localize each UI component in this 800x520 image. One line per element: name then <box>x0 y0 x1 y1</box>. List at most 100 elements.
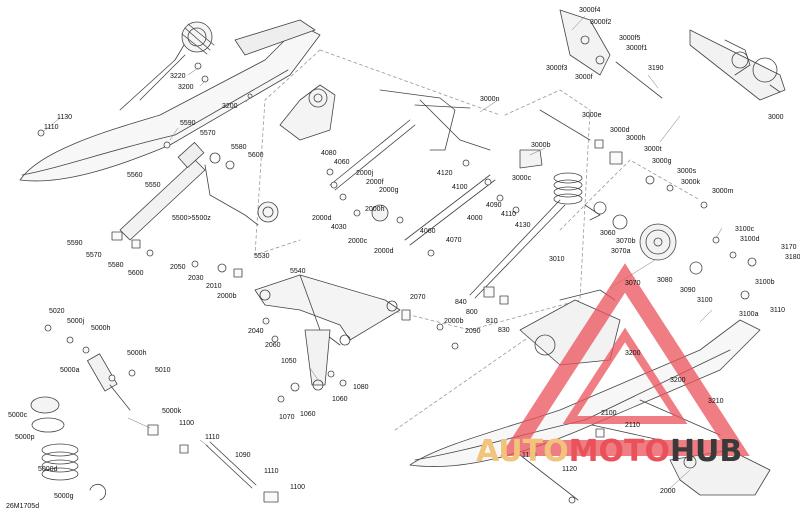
callout-label: 5570 <box>86 252 102 259</box>
left-ski <box>19 19 321 182</box>
callout-label: 2030 <box>188 275 204 282</box>
callout-label: 3200 <box>178 84 194 91</box>
callout-label: 3200 <box>222 103 238 110</box>
callout-label: 1090 <box>235 452 251 459</box>
callout-label: 3000s <box>677 168 697 175</box>
callout-label: 1110 <box>264 468 279 475</box>
callout-label: 1100 <box>179 420 195 427</box>
callout-label: 3060 <box>600 230 616 237</box>
callout-label: 4090 <box>486 202 502 209</box>
callout-label: 1110 <box>522 452 537 459</box>
callout-label: 1110 <box>44 124 59 131</box>
upper-bracket <box>559 9 611 76</box>
callout-label: 5020 <box>49 308 65 315</box>
callout-label: 3000t <box>644 146 662 153</box>
upper-shock <box>119 142 279 241</box>
callout-label: 3000n <box>480 96 500 103</box>
callout-label: 3110 <box>770 307 786 314</box>
callout-label: 5000a <box>60 367 80 374</box>
callout-label: 5550 <box>145 182 161 189</box>
callout-label: 2000d <box>374 248 394 255</box>
callout-label: 5000d <box>38 466 58 473</box>
callout-label: 5540 <box>290 268 306 275</box>
callout-label: 5580 <box>231 144 247 151</box>
callout-label: 840 <box>455 299 467 306</box>
callout-label: 2000j <box>356 170 374 177</box>
callout-label: 2090 <box>465 328 481 335</box>
rear-arm <box>279 84 491 222</box>
callout-label: 5570 <box>200 130 216 137</box>
callout-label: 3070 <box>625 280 641 287</box>
callout-label: 5000j <box>67 318 85 325</box>
document-id: 26M1705d <box>6 503 40 510</box>
callout-label: 3000d <box>610 127 630 134</box>
callout-label: 2050 <box>170 264 186 271</box>
callout-label: 3000g <box>652 158 672 165</box>
callout-label: 1130 <box>57 114 73 121</box>
callout-label: 5590 <box>67 240 83 247</box>
callout-label: 1120 <box>562 466 578 473</box>
callout-label: 3000f1 <box>626 45 648 52</box>
callout-label: 3100a <box>739 311 759 318</box>
callout-label: 3190 <box>648 65 664 72</box>
callout-label: 5500>5500z <box>172 215 211 222</box>
callout-label: 2000f <box>366 179 384 186</box>
callout-label: 2110 <box>625 422 641 429</box>
callout-label: 5000k <box>162 408 182 415</box>
callout-label: 2070 <box>410 294 426 301</box>
center-spring <box>519 149 601 221</box>
callout-label: 4130 <box>515 222 531 229</box>
callout-label: 1080 <box>353 384 369 391</box>
callout-label: 810 <box>486 318 498 325</box>
callout-label: 4080 <box>321 150 337 157</box>
watermark-part-3: HUB <box>669 434 743 469</box>
callout-label: 5600 <box>248 152 264 159</box>
callout-label: 2000d <box>312 215 332 222</box>
callout-label: 4120 <box>437 170 453 177</box>
callout-label: 3100b <box>755 279 775 286</box>
callout-label: 4000 <box>467 215 483 222</box>
watermark-triangle <box>500 263 750 456</box>
callout-label: 3100c <box>735 226 755 233</box>
callout-label: 5600 <box>128 270 144 277</box>
callout-label: 4060 <box>334 159 350 166</box>
callout-label: 1050 <box>281 358 297 365</box>
callout-label: 1060 <box>300 411 316 418</box>
callout-label: 1070 <box>279 414 295 421</box>
callout-label: 2000h <box>365 206 385 213</box>
callout-label: 3000f3 <box>546 65 568 72</box>
callout-label: 3000f <box>575 74 593 81</box>
callout-label: 2060 <box>265 342 281 349</box>
callout-label: 5000g <box>54 493 74 500</box>
callout-label: 2040 <box>248 328 264 335</box>
callout-label: 830 <box>498 327 510 334</box>
callout-label: 3200 <box>625 350 641 357</box>
callout-label: 3100 <box>697 297 713 304</box>
callout-label: 5590 <box>180 120 196 127</box>
callout-label: 5000p <box>15 434 35 441</box>
callout-label: 2000b <box>444 318 464 325</box>
callout-label: 2000 <box>660 488 676 495</box>
callout-label: 3080 <box>657 277 673 284</box>
callout-label: 3220 <box>170 73 186 80</box>
callout-label: 3000b <box>531 142 551 149</box>
callout-label: 3000f5 <box>619 35 641 42</box>
callout-label: 800 <box>466 309 478 316</box>
rear-axle-assembly <box>689 29 786 101</box>
watermark-part-2: MOTO <box>568 434 670 469</box>
callout-label: 3000c <box>512 175 532 182</box>
callout-label: 2000c <box>348 238 368 245</box>
callout-label: 3000e <box>582 112 602 119</box>
callout-label: 5000c <box>8 412 28 419</box>
callout-label: 4060 <box>420 228 436 235</box>
callout-label: 3000m <box>712 188 734 195</box>
fasteners <box>37 62 757 504</box>
leader-lines <box>43 15 723 491</box>
callout-label: 3000f2 <box>590 19 612 26</box>
idler-wheel <box>593 201 703 275</box>
watermark-part-1: AUTO <box>476 434 569 469</box>
callout-label: 2100 <box>601 410 617 417</box>
callout-label: 3100d <box>740 236 760 243</box>
callout-label: 3000k <box>681 179 701 186</box>
